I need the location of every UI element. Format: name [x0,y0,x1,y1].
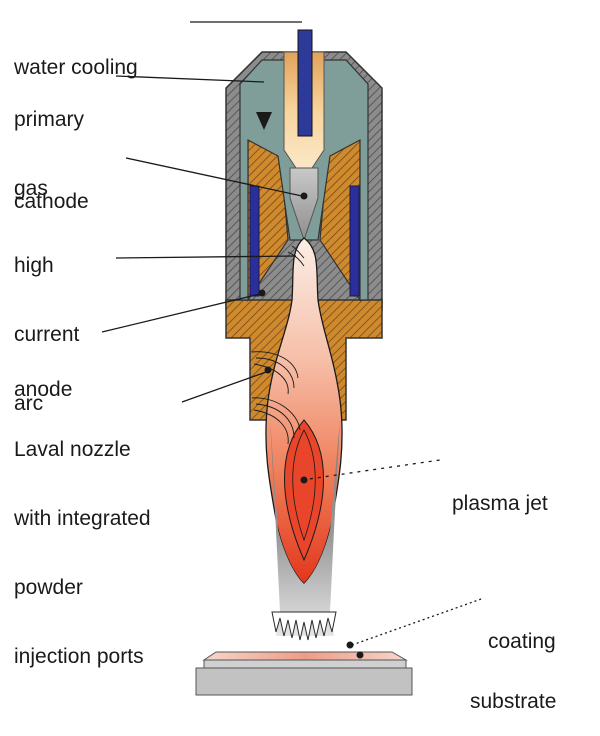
cooling-channel-right [350,186,359,296]
label-plasma-jet: plasma jet [452,446,548,538]
label-laval-line4: injection ports [14,645,151,668]
water-pipe [298,30,312,136]
label-laval-line3: powder [14,576,151,599]
coating-layer [204,652,406,660]
substrate-dot [357,652,364,659]
label-plasma-jet-text: plasma jet [452,492,548,515]
label-primary-gas-line1: primary [14,108,84,131]
cooling-channel-left [250,186,259,296]
leader-coating [352,598,484,645]
plasma-spray-diagram: water cooling primary gas cathode high c… [0,0,600,697]
label-arc-line1: high [14,254,79,277]
label-substrate-text: substrate [470,690,556,713]
substrate-top [204,660,406,668]
label-laval-line2: with integrated [14,507,151,530]
substrate-block [196,668,412,695]
label-substrate: substrate [470,644,556,736]
label-laval-line1: Laval nozzle [14,438,151,461]
label-laval-nozzle: Laval nozzle with integrated powder inje… [14,392,151,691]
anode-dot [259,290,266,297]
